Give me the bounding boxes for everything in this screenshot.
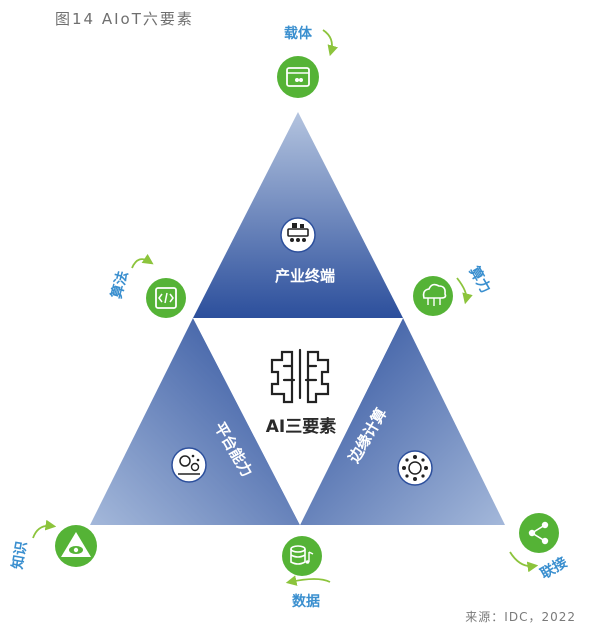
compute-label: 算力: [466, 263, 495, 296]
brain-circuit-icon: [270, 348, 330, 404]
cloud-network-icon: [413, 276, 453, 316]
center-triangle: [193, 318, 403, 525]
edge-network-icon: [397, 450, 433, 486]
share-icon: [519, 513, 559, 553]
center-label: AI三要素: [266, 417, 336, 437]
right-triangle: [300, 318, 505, 525]
platform-gears-icon: [171, 447, 207, 483]
carrier-label: 载体: [284, 25, 313, 42]
top-triangle: [193, 112, 403, 318]
browser-window-icon: [277, 56, 319, 98]
conveyor-machine-icon: [280, 217, 316, 253]
figure-title: 图14 AIoT六要素: [55, 10, 194, 28]
data-label: 数据: [292, 593, 320, 610]
database-music-icon: [282, 536, 322, 576]
top-triangle-label: 产业终端: [275, 267, 335, 285]
algorithm-label: 算法: [108, 269, 132, 300]
eye-pyramid-icon: [55, 525, 97, 567]
left-triangle: [90, 318, 300, 525]
knowledge-label: 知识: [9, 540, 31, 571]
code-bracket-icon: [146, 278, 186, 318]
source-note: 来源：IDC，2022: [465, 610, 576, 624]
connect-label: 联接: [537, 554, 570, 583]
